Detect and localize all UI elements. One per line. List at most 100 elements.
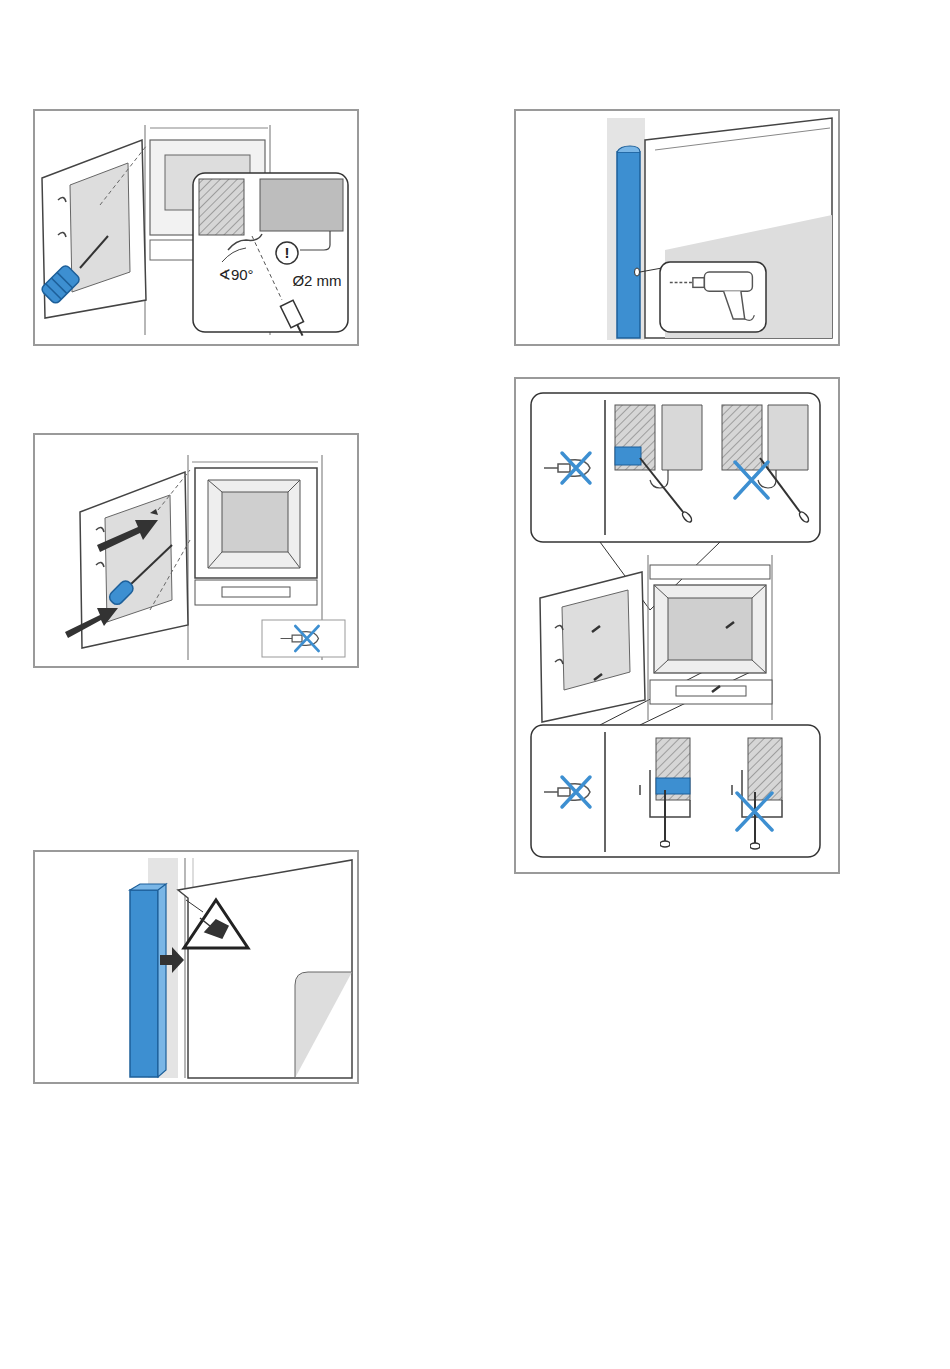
panel-screw-hole-part: [276, 242, 298, 264]
panel-screw-detail-part: [656, 778, 690, 794]
panel-screw-detail-part: [662, 405, 702, 470]
panel-screw-detail-part: [640, 458, 683, 512]
panel-screw-detail-part: [555, 625, 563, 664]
panel-screw-hole-part: [199, 179, 244, 235]
panel-screw-hole: [34, 110, 358, 345]
panel-screw-detail-part: [758, 470, 776, 488]
panel-screw-hole-part: [34, 110, 358, 345]
angle-label: ∢90°: [218, 267, 253, 284]
panel-screw-hole-part: [222, 248, 246, 262]
panel-screw-hole-part: [228, 234, 262, 250]
panel-screw-hole-part-part: [280, 300, 303, 328]
panel-screw-hole-part: [58, 197, 66, 237]
panel-screw-door-part: [130, 545, 172, 585]
panel-screw-detail-part: [615, 447, 641, 465]
panel-screw-detail-part: [531, 725, 820, 857]
panel-screw-detail-part: [750, 792, 760, 849]
panel-screw-detail-part: [676, 686, 746, 696]
panel-screw-door-part: [105, 495, 172, 622]
panel-screw-hole-part-part: [297, 325, 302, 336]
panel-screw-hole-part: [252, 236, 282, 300]
panel-trim-strip-part: [130, 890, 158, 1077]
panel-screw-hole-part: [100, 145, 147, 205]
panel-screw-detail-part: [681, 510, 693, 523]
panel-trim-strip: [34, 851, 358, 1083]
panel-drill-strip-part: [617, 146, 640, 152]
panel-screw-hole-part: [80, 236, 108, 268]
panel-drill-strip-part: [670, 272, 754, 320]
panel-screw-door-part-part: [107, 579, 135, 607]
panel-drill-strip-part: [635, 268, 640, 276]
panel-trim-strip-part: [178, 860, 352, 1078]
panel-screw-detail-part: [604, 400, 606, 535]
panel-drill-strip-part: [655, 128, 830, 150]
panel-screw-detail-part: [540, 572, 645, 722]
panel-screw-door-part: [208, 480, 300, 568]
panel-screw-hole-part-part: [40, 264, 81, 305]
panel-screw-detail-part: [737, 793, 772, 830]
panel-screw-detail-part: [748, 738, 782, 800]
panel-screw-detail-part: [656, 738, 690, 800]
panel-screw-hole-part: [70, 163, 130, 292]
panel-screw-door-part: [281, 626, 319, 651]
panel-screw-hole-part: [300, 231, 330, 250]
panel-screw-door-part: [150, 470, 190, 610]
panel-screw-door-part: [107, 579, 135, 607]
panel-trim-strip-part: [200, 918, 228, 938]
panel-screw-door-part: [262, 620, 345, 657]
panel-screw-detail-part: [544, 453, 590, 483]
panel-screw-detail-part: [615, 405, 655, 470]
panel-screw-detail-part: [722, 405, 762, 470]
panel-screw-detail-part: [515, 378, 839, 873]
warning-mark: !: [285, 245, 290, 262]
panel-drill-strip-part: [515, 110, 839, 345]
panel-screw-door-part: [195, 580, 317, 605]
panel-screw-detail-part: [654, 585, 766, 673]
panel-drill-strip-part: [617, 152, 640, 338]
panel-drill-strip-part: [645, 118, 832, 338]
panel-screw-detail-part: [668, 598, 752, 660]
panel-screw-detail-part: [562, 590, 630, 690]
panel-trim-strip-part: [295, 972, 352, 1078]
panel-screw-detail-part: [650, 565, 770, 579]
panel-screw-hole-part-part: [57, 272, 73, 288]
panel-drill-strip-part: [660, 262, 766, 332]
panel-trim-strip-part: [186, 900, 203, 912]
panel-screw-door-part: [97, 520, 158, 552]
dimension-label: Ø2 mm: [292, 273, 341, 290]
panel-screw-detail-part: [648, 555, 772, 720]
panel-screw-door-part: [208, 480, 300, 568]
panel-screw-detail-part: [660, 790, 670, 847]
panel-screw-hole-part: [193, 173, 348, 332]
panel-drill-strip: [515, 110, 839, 345]
panel-drill-strip-part: [607, 118, 645, 340]
panel-screw-hole-part: [260, 179, 343, 231]
panel-screw-detail-part: [604, 732, 606, 852]
panel-screw-detail-part: [544, 777, 590, 807]
panel-screw-door-part: [65, 608, 118, 638]
panel-trim-strip-part: [184, 900, 248, 948]
panel-screw-detail-part: [531, 393, 820, 542]
panel-screw-detail-part: [735, 462, 768, 498]
panel-screw-detail-part: [768, 405, 808, 470]
panel-screw-door-part: [195, 468, 317, 578]
panel-screw-detail-part: [654, 585, 766, 673]
panel-screw-detail: [515, 378, 839, 873]
panel-trim-strip-part: [34, 851, 358, 1083]
panel-screw-door-part: [222, 587, 290, 597]
panel-screw-hole-part: [280, 300, 308, 338]
panel-screw-door-part: [222, 492, 288, 552]
panel-drill-strip-part: [640, 268, 662, 272]
panel-screw-door: [34, 434, 358, 667]
panel-trim-strip-part: [130, 884, 166, 1077]
panel-screw-detail-part: [650, 680, 772, 704]
panel-trim-strip-part: [160, 947, 184, 973]
panel-screw-door-part: [34, 434, 358, 667]
panel-screw-detail-part: [592, 622, 734, 692]
panel-screw-detail-part: [798, 510, 810, 523]
panel-screw-door-part: [150, 509, 158, 515]
panel-screw-hole-part: [40, 264, 81, 305]
